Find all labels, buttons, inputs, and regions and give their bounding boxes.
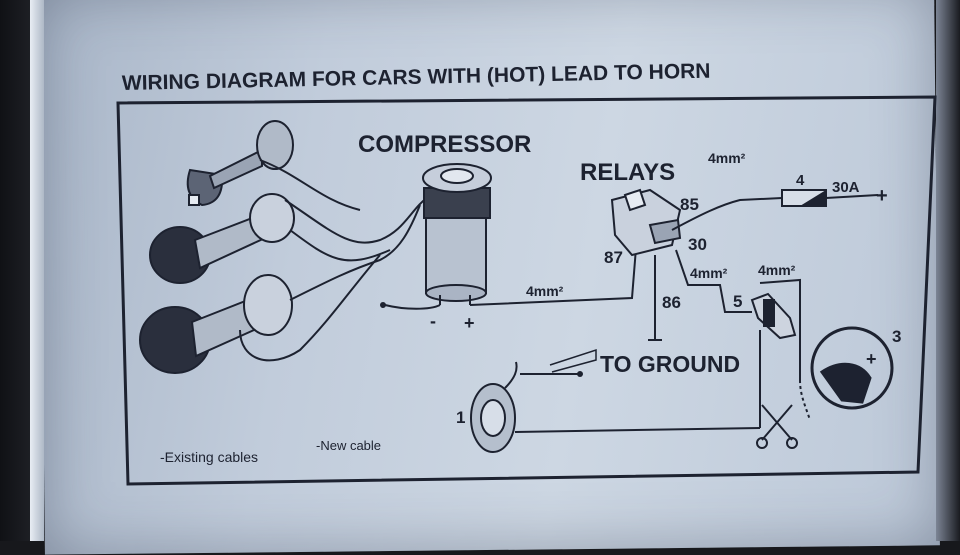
background-right [936,0,960,541]
original-horn [470,361,518,453]
terminal-30: 30 [688,235,707,254]
callout-4: 4 [796,172,805,189]
battery-wire [825,194,879,199]
terminal-86: 86 [662,293,681,312]
compressor-ground-wire [384,304,441,310]
relays-label: RELAYS [580,159,675,186]
legend-new-cable: -New cable [316,438,381,453]
steering-link [799,379,811,421]
callout-1: 1 [456,408,465,427]
steering-plus: + [866,349,877,369]
relay [610,188,682,257]
terminal-85: 85 [680,195,699,214]
relay-85-wire [671,197,783,231]
terminal-87: 87 [604,248,623,267]
battery-plus: + [876,185,888,207]
diagram-title: WIRING DIAGRAM FOR CARS WITH (HOT) LEAD … [122,60,711,95]
fuse-rating: 30A [832,179,860,196]
callout-3: 3 [892,327,901,346]
to-ground-arrow [549,348,597,373]
compressor-plus: + [464,313,475,333]
paper-edge [30,0,44,541]
horn-medium [149,193,295,284]
relay-30-wire [675,249,752,313]
wire-size-compressor: 4mm² [526,283,564,299]
compressor [422,163,492,305]
compressor-minus: - [430,311,436,331]
switch-wire-right [759,278,801,380]
compressor-feed-wire [469,247,637,306]
air-horns [139,120,431,374]
legend-existing-cables: -Existing cables [160,449,258,465]
compressor-label: COMPRESSOR [358,131,531,158]
fuse [781,189,827,207]
diagram-frame [116,95,937,486]
horn-to-switch-wire [514,427,761,433]
wire-size-horn-switch-a: 4mm² [690,265,728,281]
wiring-diagram: WIRING DIAGRAM FOR CARS WITH (HOT) LEAD … [116,60,937,486]
scissors-icon [756,404,798,449]
horn-large [139,274,293,374]
horn-ground-lug [577,371,583,377]
wire-size-horn-switch-b: 4mm² [758,262,796,278]
horn-small [186,120,294,207]
steering-wheel [810,326,894,410]
connector-5 [750,292,797,340]
ground-lug [380,302,386,308]
wire-size-relay-feed: 4mm² [708,150,746,166]
callout-5: 5 [733,292,742,311]
to-ground-label: TO GROUND [600,351,740,377]
